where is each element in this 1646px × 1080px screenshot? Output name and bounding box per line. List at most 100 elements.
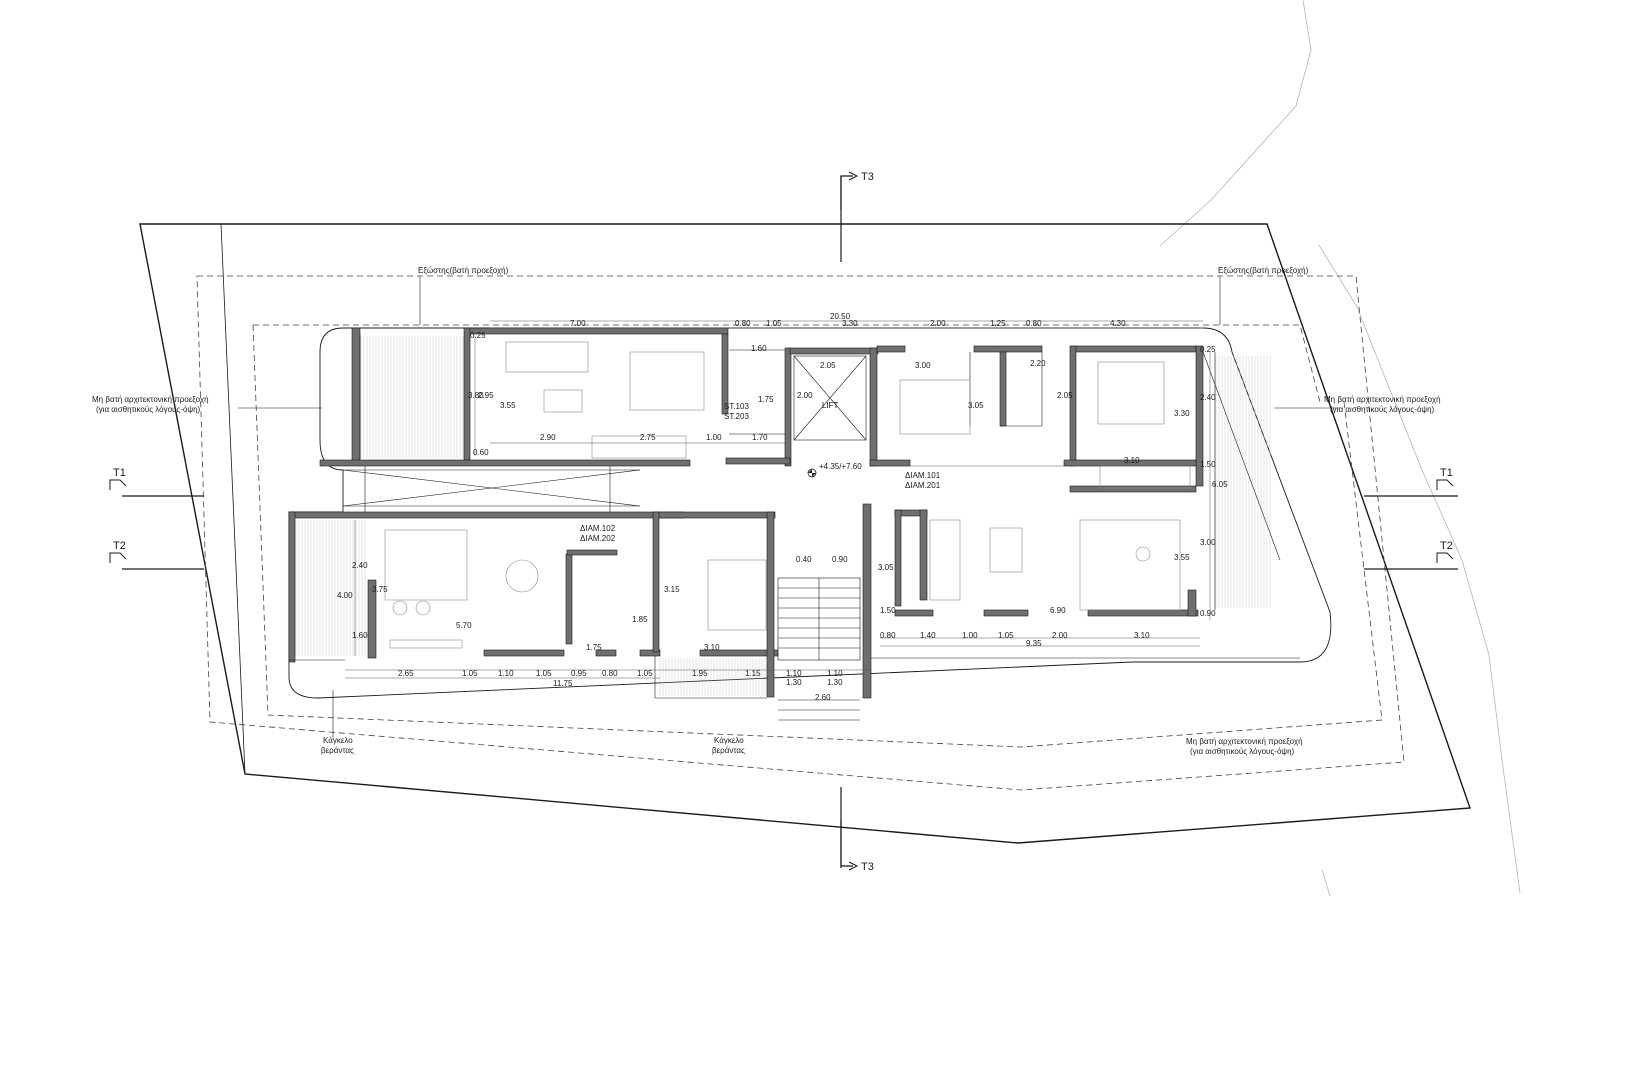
dim-label: 1.25 <box>990 319 1006 328</box>
dim-label: 2.90 <box>540 433 556 442</box>
plot-outline <box>139 223 1471 844</box>
section-label: T1 <box>113 467 126 479</box>
site-boundary-thin <box>1159 0 1521 897</box>
annotation-nonwalk-left-sub: (για αισθητικούς λόγους-όψη) <box>96 405 201 414</box>
dim-label: 3.75 <box>372 585 388 594</box>
dim-label: 3.10 <box>704 643 720 652</box>
dim-label: 2.00 <box>797 391 813 400</box>
annotation-nonwalk-left: Μη βατή αρχιτεκτονική προεξοχή <box>92 395 209 404</box>
dimension-labels: 7.00 0.80 1.05 20.50 3.30 2.00 1.25 0.80… <box>337 312 1228 702</box>
dim-label: 3.30 <box>1174 409 1190 418</box>
dim-label: 0.25 <box>470 331 486 340</box>
dim-label: 3.55 <box>1174 553 1190 562</box>
dim-label: 1.50 <box>1200 460 1216 469</box>
dim-label: 1.75 <box>586 643 602 652</box>
dim-label: 4.30 <box>1110 319 1126 328</box>
dim-label: 6.05 <box>1212 480 1228 489</box>
annotation-railing-mid-sub: βεράντας <box>712 746 745 755</box>
stair-treads <box>777 577 861 721</box>
plot-inner-line <box>220 223 246 775</box>
dim-label: 1.30 <box>827 678 843 687</box>
dim-label: 2.60 <box>815 693 831 702</box>
unit-label-st-sub: ST.203 <box>724 412 749 421</box>
dim-label: 1.05 <box>637 669 653 678</box>
dim-label: 3.55 <box>500 401 516 410</box>
section-marker-t1-left: T1 <box>109 467 127 490</box>
dim-label: 2.05 <box>820 361 836 370</box>
unit-label-diam102: ΔΙΑΜ.102 <box>580 524 616 533</box>
dim-label: 1.95 <box>692 669 708 678</box>
dim-label: 3.10 <box>1124 456 1140 465</box>
annotation-balcony-right: Εξώστης(βατή προεξοχή) <box>1218 266 1309 275</box>
annotation-railing-left-sub: βεράντας <box>321 746 354 755</box>
dim-label: 1.00 <box>706 433 722 442</box>
dim-label: 20.50 <box>830 312 851 321</box>
dim-label: 0.90 <box>832 555 848 564</box>
section-cut-lines <box>122 176 1458 868</box>
dim-label: 9.35 <box>1026 639 1042 648</box>
dim-label: 1.10 <box>786 669 802 678</box>
furniture <box>384 341 1191 649</box>
section-label: T3 <box>861 861 874 873</box>
level-marker: +4.35/+7.60 <box>807 462 862 478</box>
dim-label: 1.70 <box>752 433 768 442</box>
annotation-nonwalk-right-sub: (για αισθητικούς λόγους-όψη) <box>1330 405 1435 414</box>
dim-label: 3.00 <box>915 361 931 370</box>
annotation-railing-mid: Κάγκελο <box>714 736 744 745</box>
annotation-nonwalk-bottom-sub: (για αισθητικούς λόγους-όψη) <box>1190 747 1295 756</box>
section-marker-t1-right: T1 <box>1436 467 1454 490</box>
dim-label: 3.00 <box>1200 538 1216 547</box>
dim-label: 4.00 <box>337 591 353 600</box>
dim-label: 0.25 <box>1200 345 1216 354</box>
level-label: +4.35/+7.60 <box>819 462 862 471</box>
dim-label: 1.00 <box>962 631 978 640</box>
section-marker-t3-bottom: T3 <box>840 820 874 873</box>
dim-label: 1.30 <box>786 678 802 687</box>
dim-label: 0.40 <box>796 555 812 564</box>
annotation-nonwalk-right: Μη βατή αρχιτεκτονική προεξοχή <box>1324 395 1441 404</box>
annotation-railing-left: Κάγκελο <box>323 736 353 745</box>
dim-label: 0.60 <box>473 448 489 457</box>
dim-label: 1.75 <box>758 395 774 404</box>
dim-label: 3.15 <box>664 585 680 594</box>
dim-label: 1.60 <box>352 631 368 640</box>
dim-label: 0.80 <box>1026 319 1042 328</box>
dim-label: 2.75 <box>640 433 656 442</box>
section-label: T2 <box>113 540 126 552</box>
dim-label: 1.10 <box>498 669 514 678</box>
dim-label: 1.05 <box>998 631 1014 640</box>
annotation-nonwalk-bottom: Μη βατή αρχιτεκτονική προεξοχή <box>1186 737 1303 746</box>
interior-lines <box>289 334 1300 699</box>
walls <box>288 327 1204 699</box>
section-label: T3 <box>861 171 874 183</box>
dim-label: 11.75 <box>553 679 573 688</box>
unit-label-diam101-sub: ΔΙΑΜ.201 <box>905 481 941 490</box>
dim-label: 0.90 <box>1200 609 1216 618</box>
dim-label: 2.40 <box>352 561 368 570</box>
dim-label: 5.70 <box>456 621 472 630</box>
dim-label: 1.10 <box>827 669 843 678</box>
dim-label: 7.00 <box>570 319 586 328</box>
dim-label: 0.80 <box>880 631 896 640</box>
leader-lines <box>238 276 1340 738</box>
dim-label: 3.80 <box>468 391 484 400</box>
dim-label: 1.50 <box>880 606 896 615</box>
annotation-balcony-left: Εξώστης(βατή προεξοχή) <box>418 266 509 275</box>
dim-label: 1.40 <box>920 631 936 640</box>
dim-label: 0.95 <box>571 669 587 678</box>
section-marker-t2-right: T2 <box>1436 540 1454 563</box>
dim-label: 3.05 <box>878 563 894 572</box>
unit-label-diam102-sub: ΔΙΑΜ.202 <box>580 534 616 543</box>
slab-edge-outline <box>288 327 1332 699</box>
balcony-hatch <box>295 336 1271 696</box>
lift-label: LIFT <box>822 401 839 410</box>
dim-label: 3.10 <box>1134 631 1150 640</box>
dim-label: 1.60 <box>751 344 767 353</box>
dim-label: 2.20 <box>1030 359 1046 368</box>
dim-label: 1.85 <box>632 615 648 624</box>
dim-label: 1.05 <box>462 669 478 678</box>
setback-dashed-lines <box>196 275 1405 791</box>
dim-label: 2.00 <box>1052 631 1068 640</box>
dim-label: 2.00 <box>930 319 946 328</box>
